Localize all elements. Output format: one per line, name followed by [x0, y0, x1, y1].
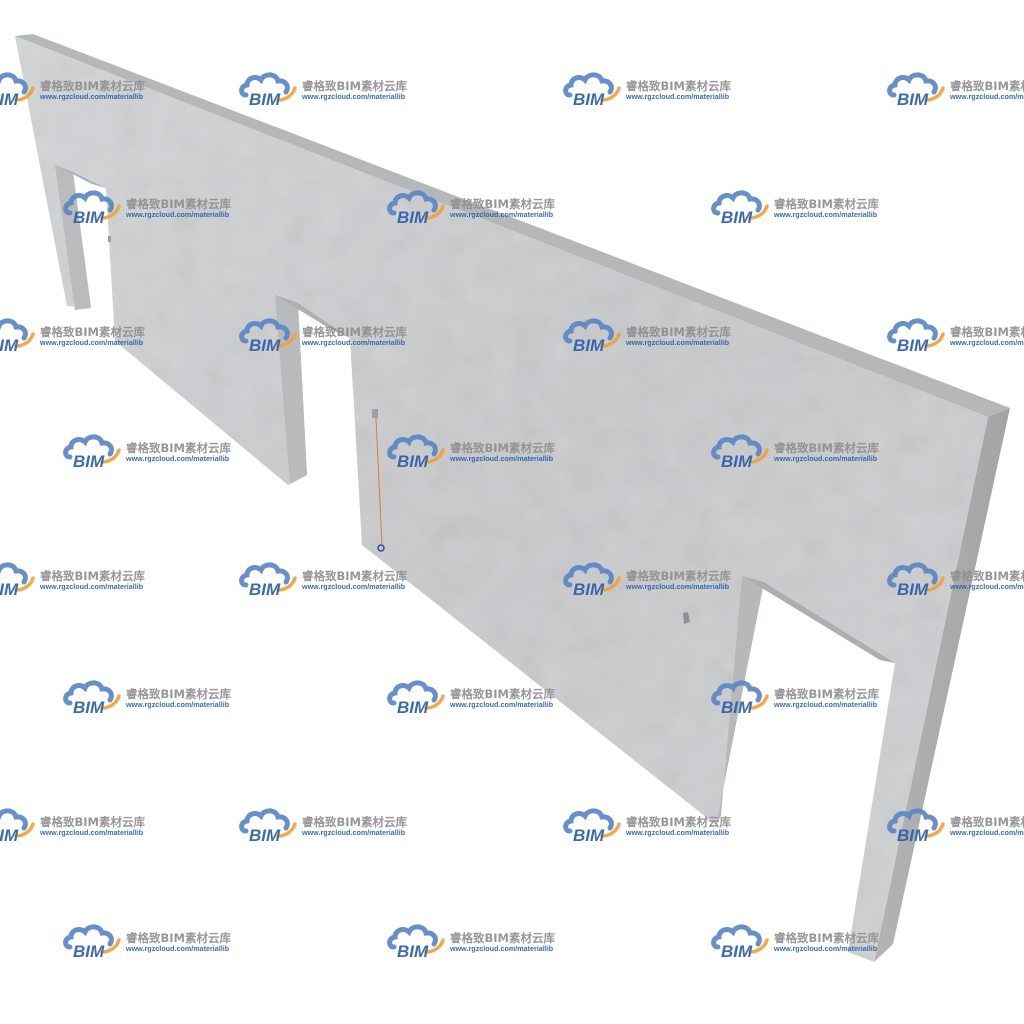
opening-2-lintel — [275, 295, 350, 338]
wall-front-face — [15, 36, 988, 962]
fixture-left — [108, 236, 111, 242]
marker-guide-line — [375, 417, 383, 547]
opening-3-lintel — [742, 576, 895, 663]
marker-top[interactable] — [372, 409, 378, 418]
opening-1-lintel — [55, 165, 106, 188]
marker-node[interactable] — [377, 544, 385, 552]
fixture-small — [683, 612, 690, 624]
wall-top-edge — [15, 34, 1010, 417]
